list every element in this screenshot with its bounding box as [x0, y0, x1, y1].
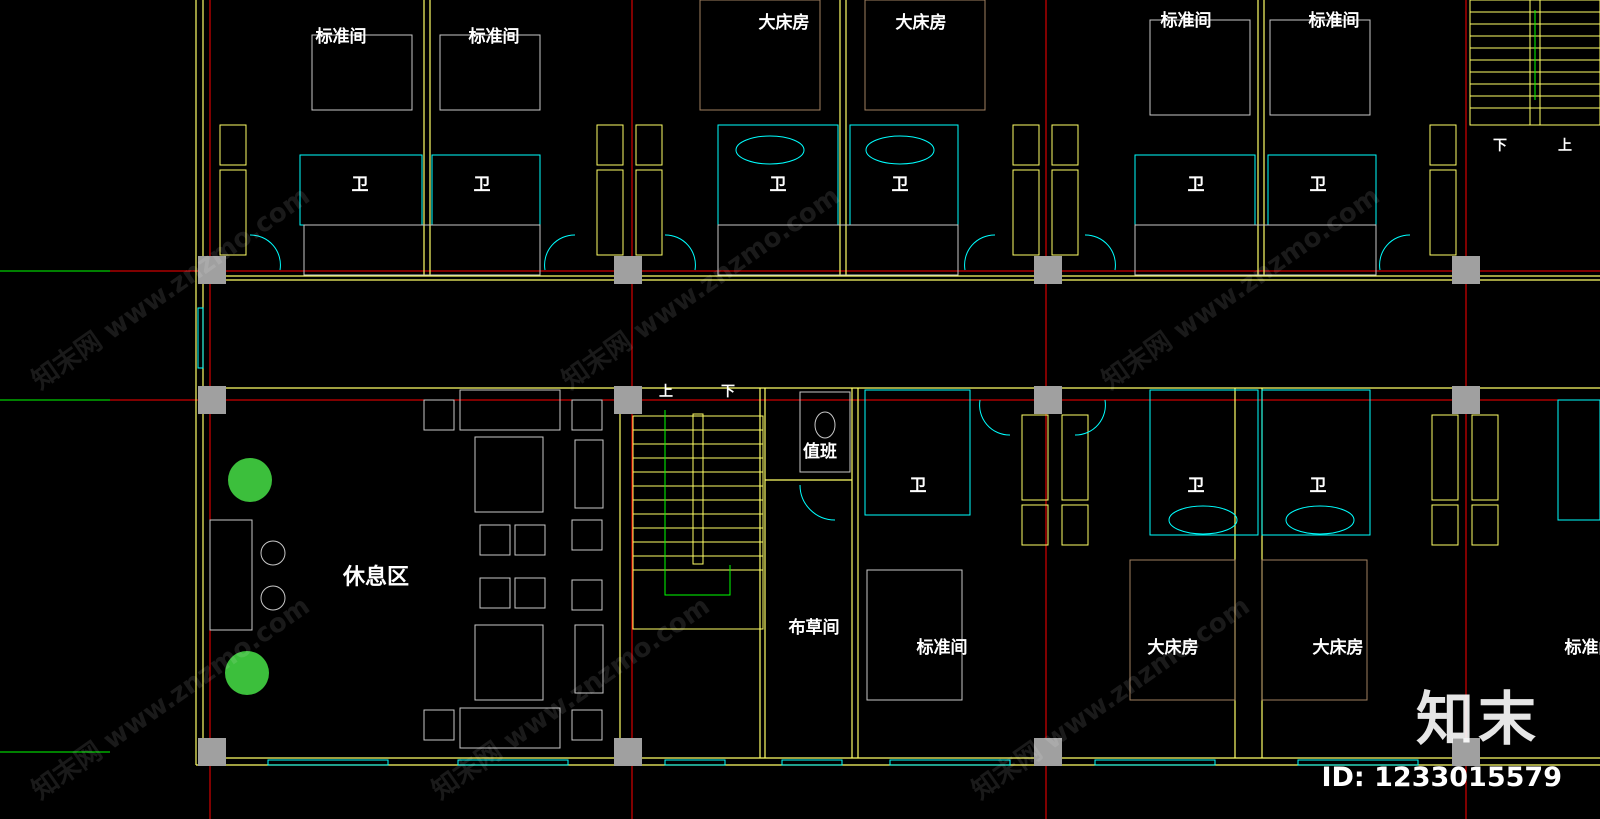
brand-watermark: 知末	[1415, 685, 1540, 753]
bath-label-top-3: 卫	[770, 175, 787, 195]
room-label-top-4: 大床房	[896, 12, 947, 33]
room-label-bottom-1: 标准间	[917, 637, 968, 658]
stair-mid-down-label: 下	[721, 384, 735, 400]
doors	[249, 234, 1411, 521]
stair-top-down-label: 下	[1493, 138, 1507, 154]
watermark-text-2: 知末网 www.znzmo.com	[557, 181, 846, 396]
watermark-text-6: 知末网 www.znzmo.com	[967, 591, 1256, 806]
watermark-text-1: 知末网 www.znzmo.com	[27, 181, 316, 396]
closets	[219, 124, 1499, 546]
bath-label-top-6: 卫	[1310, 175, 1327, 195]
watermark-text-5: 知末网 www.znzmo.com	[427, 591, 716, 806]
axis-leaders	[0, 270, 110, 753]
stair-top-right	[1469, 0, 1600, 126]
room-label-bottom-3: 大床房	[1313, 637, 1364, 658]
watermark-text-4: 知末网 www.znzmo.com	[27, 591, 316, 806]
bottom-rooms	[799, 389, 1600, 701]
stair-top-up-label: 上	[1558, 138, 1572, 154]
walls	[195, 0, 1600, 766]
bath-label-top-1: 卫	[352, 175, 369, 195]
room-label-top-3: 大床房	[759, 12, 810, 33]
bath-label-top-4: 卫	[892, 175, 909, 195]
lounge-label: 休息区	[342, 564, 409, 590]
room-label-top-5: 标准间	[1161, 10, 1212, 31]
duty-room-label: 值班	[803, 441, 837, 462]
bath-label-top-2: 卫	[474, 175, 491, 195]
watermark-text-3: 知末网 www.znzmo.com	[1097, 181, 1386, 396]
room-label-top-6: 标准间	[1309, 10, 1360, 31]
top-bathrooms	[299, 124, 1377, 276]
windows	[197, 307, 1419, 766]
bath-label-bottom-1: 卫	[910, 476, 927, 496]
room-label-bottom-4: 标准间	[1565, 637, 1600, 658]
room-label-bottom-2: 大床房	[1148, 637, 1199, 658]
stair-mid-up-label: 上	[659, 384, 673, 400]
lounge-furniture	[209, 389, 604, 749]
plants	[225, 458, 272, 695]
bath-label-bottom-2: 卫	[1188, 476, 1205, 496]
columns	[198, 256, 1480, 766]
image-id-label: ID: 1233015579	[1321, 762, 1562, 793]
stair-middle	[632, 410, 764, 630]
top-guest-rooms	[311, 0, 1371, 116]
linen-room-label: 布草间	[789, 617, 840, 638]
room-label-top-2: 标准间	[469, 26, 520, 47]
bath-label-top-5: 卫	[1188, 175, 1205, 195]
bath-label-bottom-3: 卫	[1310, 476, 1327, 496]
room-label-top-1: 标准间	[316, 26, 367, 47]
axis-grid	[110, 0, 1600, 819]
